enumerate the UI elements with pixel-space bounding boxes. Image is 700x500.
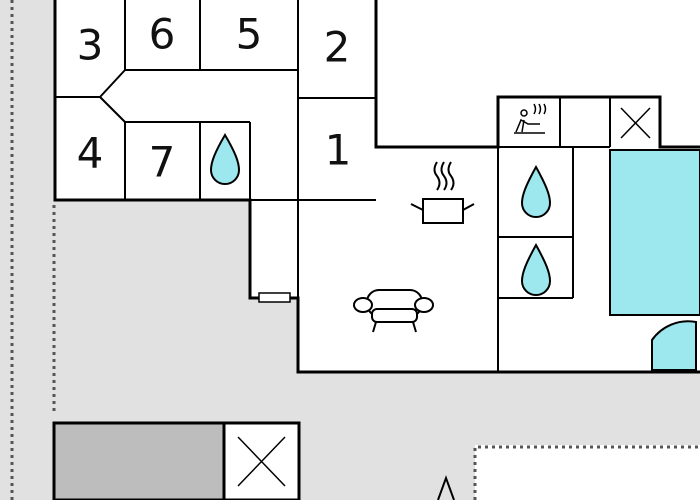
room-1-label: 1 (325, 126, 352, 175)
water-drop-icon (520, 164, 552, 218)
closed-area-icon (620, 107, 651, 139)
room-4-label: 4 (77, 129, 104, 178)
terrace-block (52, 421, 226, 500)
sofa-icon (353, 289, 434, 333)
pool-steps-icon (651, 320, 697, 371)
sauna-icon (514, 103, 547, 134)
water-drop-icon (520, 242, 552, 296)
property-line-bottom (473, 445, 700, 500)
outer-wall (53, 0, 700, 374)
pool (609, 149, 700, 316)
room-2-label: 2 (324, 23, 351, 72)
closed-area-icon (237, 436, 286, 487)
room-5-label: 5 (236, 10, 263, 59)
room-3-label: 3 (77, 21, 104, 70)
water-drop-icon (209, 133, 241, 185)
radiator-icon (258, 292, 291, 303)
ground-strip-left (0, 0, 55, 500)
stove-icon (410, 161, 475, 224)
room-7-label: 7 (149, 138, 176, 187)
north-arrow-icon (437, 475, 455, 500)
room-6-label: 6 (149, 10, 176, 59)
interior-walls (55, 0, 611, 372)
